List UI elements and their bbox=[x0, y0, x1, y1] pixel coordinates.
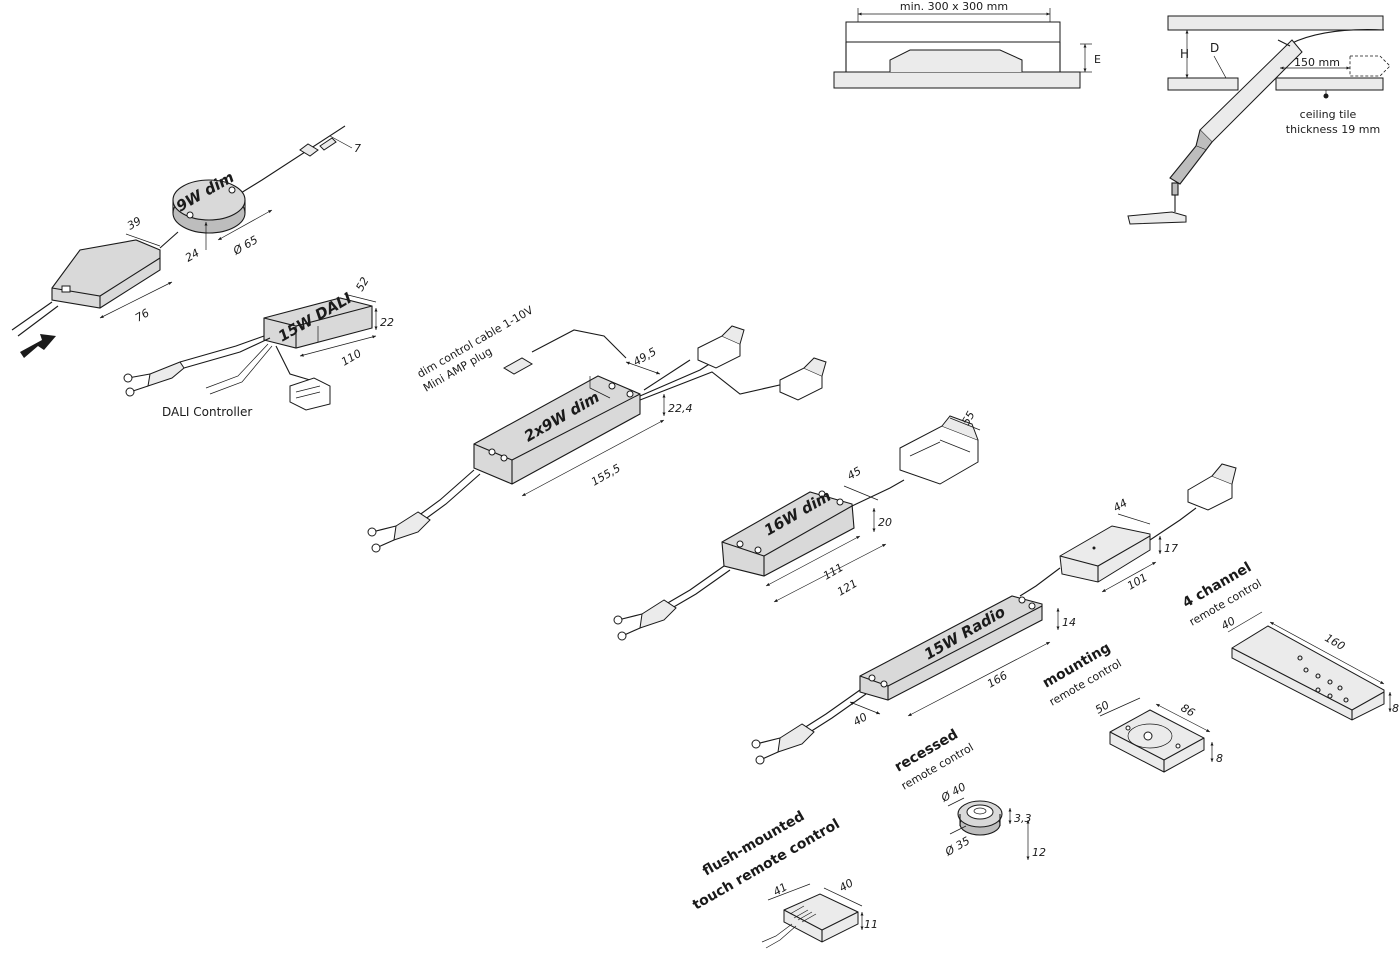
dim-16w-width: 45 bbox=[845, 464, 864, 482]
remote-mounting: mounting remote control 50 86 8 bbox=[1040, 640, 1223, 773]
dim-9w-length: 76 bbox=[133, 306, 152, 324]
dim-2x9w-width: 49,5 bbox=[631, 345, 659, 369]
dim-4ch-length: 160 bbox=[1323, 631, 1348, 653]
dim-radio-length: 166 bbox=[985, 669, 1010, 691]
driver-16w-dim: 16W dim 55 45 20 111 121 bbox=[613, 409, 981, 641]
remote-touch: flush-mounted touch remote control 41 40… bbox=[690, 808, 878, 949]
dim-touch-depth: 40 bbox=[837, 876, 856, 894]
driver-15w-dali: 15W DALI 52 22 110 DALI Controller bbox=[123, 275, 394, 419]
dim-radio-width: 40 bbox=[851, 710, 870, 728]
dim-recessed-inner: Ø 35 bbox=[942, 834, 972, 859]
dim-9w-diameter: Ø 65 bbox=[230, 233, 260, 258]
driver-2x9w-dim: dim control cable 1-10V Mini AMP plug 2x… bbox=[367, 303, 827, 553]
dim-2x9w-length: 155,5 bbox=[589, 462, 623, 489]
distance-label: D bbox=[1210, 41, 1219, 55]
dim-radio-receiver-height: 17 bbox=[1164, 542, 1178, 555]
dim-dali-height: 22 bbox=[380, 316, 394, 329]
dim-mounting-height: 8 bbox=[1216, 752, 1223, 765]
ceiling-install-section: H D 150 mm ceiling tile thickness 19 mm bbox=[1127, 15, 1391, 225]
dim-16w-length-outer: 121 bbox=[835, 577, 860, 599]
dim-2x9w-height: 22,4 bbox=[668, 402, 693, 415]
dim-touch-height: 11 bbox=[864, 918, 878, 931]
dim-9w-width: 39 bbox=[125, 214, 144, 232]
dim-9w-plug: 7 bbox=[354, 142, 361, 155]
dim-dali-width: 52 bbox=[353, 275, 371, 294]
dim-recessed-depth: 12 bbox=[1032, 846, 1046, 859]
remote-recessed: recessed remote control Ø 40 Ø 35 3,3 12 bbox=[892, 726, 1046, 860]
dim-radio-receiver-width: 44 bbox=[1111, 496, 1130, 514]
dim-recessed-flange: 3,3 bbox=[1014, 812, 1032, 825]
offset-label: 150 mm bbox=[1294, 56, 1340, 69]
ceiling-tile-line1: ceiling tile bbox=[1300, 108, 1357, 121]
dim-16w-height: 20 bbox=[878, 516, 892, 529]
height-label: H bbox=[1180, 47, 1189, 61]
cutout-dim-e: E bbox=[1094, 53, 1101, 66]
dim-mounting-width: 50 bbox=[1093, 698, 1112, 716]
dim-radio-receiver-length: 101 bbox=[1125, 571, 1150, 593]
cutout-label: min. 300 x 300 mm bbox=[900, 0, 1008, 13]
dim-4ch-height: 8 bbox=[1392, 702, 1399, 715]
airflow-arrow-icon bbox=[20, 334, 56, 358]
dim-9w-height: 24 bbox=[183, 246, 202, 264]
ceiling-cutout-section: min. 300 x 300 mm E bbox=[833, 0, 1101, 89]
remote-4-channel: 4 channel remote control 40 160 8 bbox=[1180, 559, 1399, 721]
ceiling-tile-line2: thickness 19 mm bbox=[1286, 123, 1380, 136]
dim-radio-height: 14 bbox=[1062, 616, 1076, 629]
dim-mounting-length: 86 bbox=[1179, 701, 1198, 719]
dim-16w-length-inner: 111 bbox=[821, 561, 846, 583]
dim-16w-distributor: 55 bbox=[959, 409, 977, 428]
dim-touch-width: 41 bbox=[771, 880, 790, 898]
dim-recessed-outer: Ø 40 bbox=[938, 780, 968, 805]
dali-caption: DALI Controller bbox=[162, 405, 252, 419]
dim-dali-length: 110 bbox=[339, 347, 364, 369]
dim-4ch-width: 40 bbox=[1219, 614, 1238, 632]
